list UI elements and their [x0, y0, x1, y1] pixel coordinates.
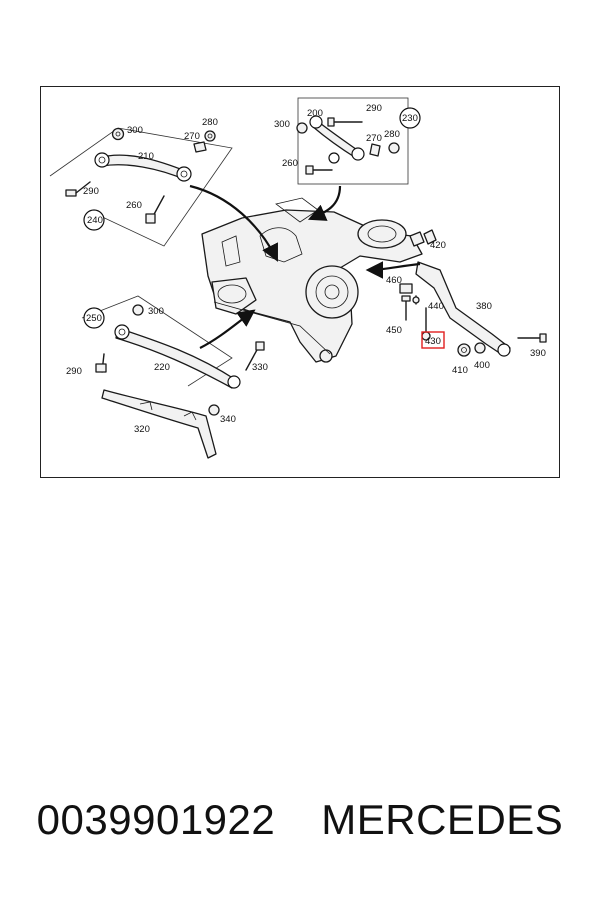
bolt-290-top	[327, 117, 363, 127]
washer-270-top	[369, 143, 381, 157]
label-260-b: 260	[282, 158, 298, 169]
label-290-b: 290	[366, 103, 382, 114]
arrow-230	[307, 185, 342, 221]
label-400: 400	[474, 360, 490, 371]
nut-280-left	[204, 130, 216, 142]
label-270-a: 270	[184, 131, 200, 142]
label-450: 450	[386, 325, 402, 336]
rear-knuckle-subframe	[201, 197, 423, 363]
label-290-a: 290	[83, 186, 99, 197]
label-240: 240	[87, 215, 103, 226]
nut-410	[457, 343, 471, 357]
label-260-a: 260	[126, 200, 142, 211]
label-280-a: 280	[202, 117, 218, 128]
label-210: 210	[138, 151, 154, 162]
bolt-290-lower	[95, 353, 107, 373]
group-circle-250	[83, 307, 105, 329]
label-220: 220	[154, 362, 170, 373]
label-390: 390	[530, 348, 546, 359]
washer-270-left	[193, 141, 207, 153]
arrow-380	[365, 261, 421, 279]
bracket-320	[101, 389, 217, 459]
label-430: 430	[425, 336, 441, 347]
bolt-260-left	[145, 195, 165, 224]
bolt-450	[401, 295, 411, 321]
group-circle-230	[399, 107, 421, 129]
bolt-440	[412, 295, 420, 305]
label-290-c: 290	[66, 366, 82, 377]
label-300-a: 300	[127, 125, 143, 136]
control-arm-200	[309, 115, 365, 164]
nut-300-top	[296, 122, 308, 134]
label-200: 200	[307, 108, 323, 119]
highlight-box-430	[421, 331, 445, 349]
label-250: 250	[86, 313, 102, 324]
eccentric-460	[399, 283, 413, 294]
label-280-b: 280	[384, 129, 400, 140]
label-300-b: 300	[274, 119, 290, 130]
arm-380	[415, 261, 511, 357]
parts-diagram: 300 280 270 210 290 260 240 200 290 300 …	[49, 97, 547, 459]
diagram-frame	[40, 86, 560, 478]
label-300-c: 300	[148, 306, 164, 317]
label-420: 420	[430, 240, 446, 251]
bolt-290-left	[65, 181, 91, 197]
brand-name: MERCEDES	[321, 796, 564, 843]
bolt-330	[245, 341, 265, 371]
label-440: 440	[428, 301, 444, 312]
bracket-420	[409, 229, 437, 247]
nut-280-top	[388, 142, 400, 154]
bolt-390	[517, 333, 547, 343]
bolt-260-top	[305, 165, 333, 175]
arrow-210	[189, 184, 278, 262]
group-box-230	[297, 97, 409, 185]
label-230: 230	[402, 113, 418, 124]
label-270-b: 270	[366, 133, 382, 144]
label-330: 330	[252, 362, 268, 373]
label-410: 410	[452, 365, 468, 376]
nut-400	[474, 342, 486, 354]
nut-300-top-left	[111, 127, 125, 141]
control-arm-220	[114, 324, 241, 389]
nut-340	[208, 404, 220, 416]
label-380: 380	[476, 301, 492, 312]
group-box-240	[49, 127, 233, 247]
group-circle-240	[83, 209, 105, 231]
label-320: 320	[134, 424, 150, 435]
control-arm-210	[94, 152, 192, 182]
label-460: 460	[386, 275, 402, 286]
label-340: 340	[220, 414, 236, 425]
arrow-220	[199, 309, 256, 349]
caption: 0039901922 MERCEDES	[0, 796, 600, 866]
part-number: 0039901922	[36, 796, 276, 843]
nut-300-lower	[132, 304, 144, 316]
